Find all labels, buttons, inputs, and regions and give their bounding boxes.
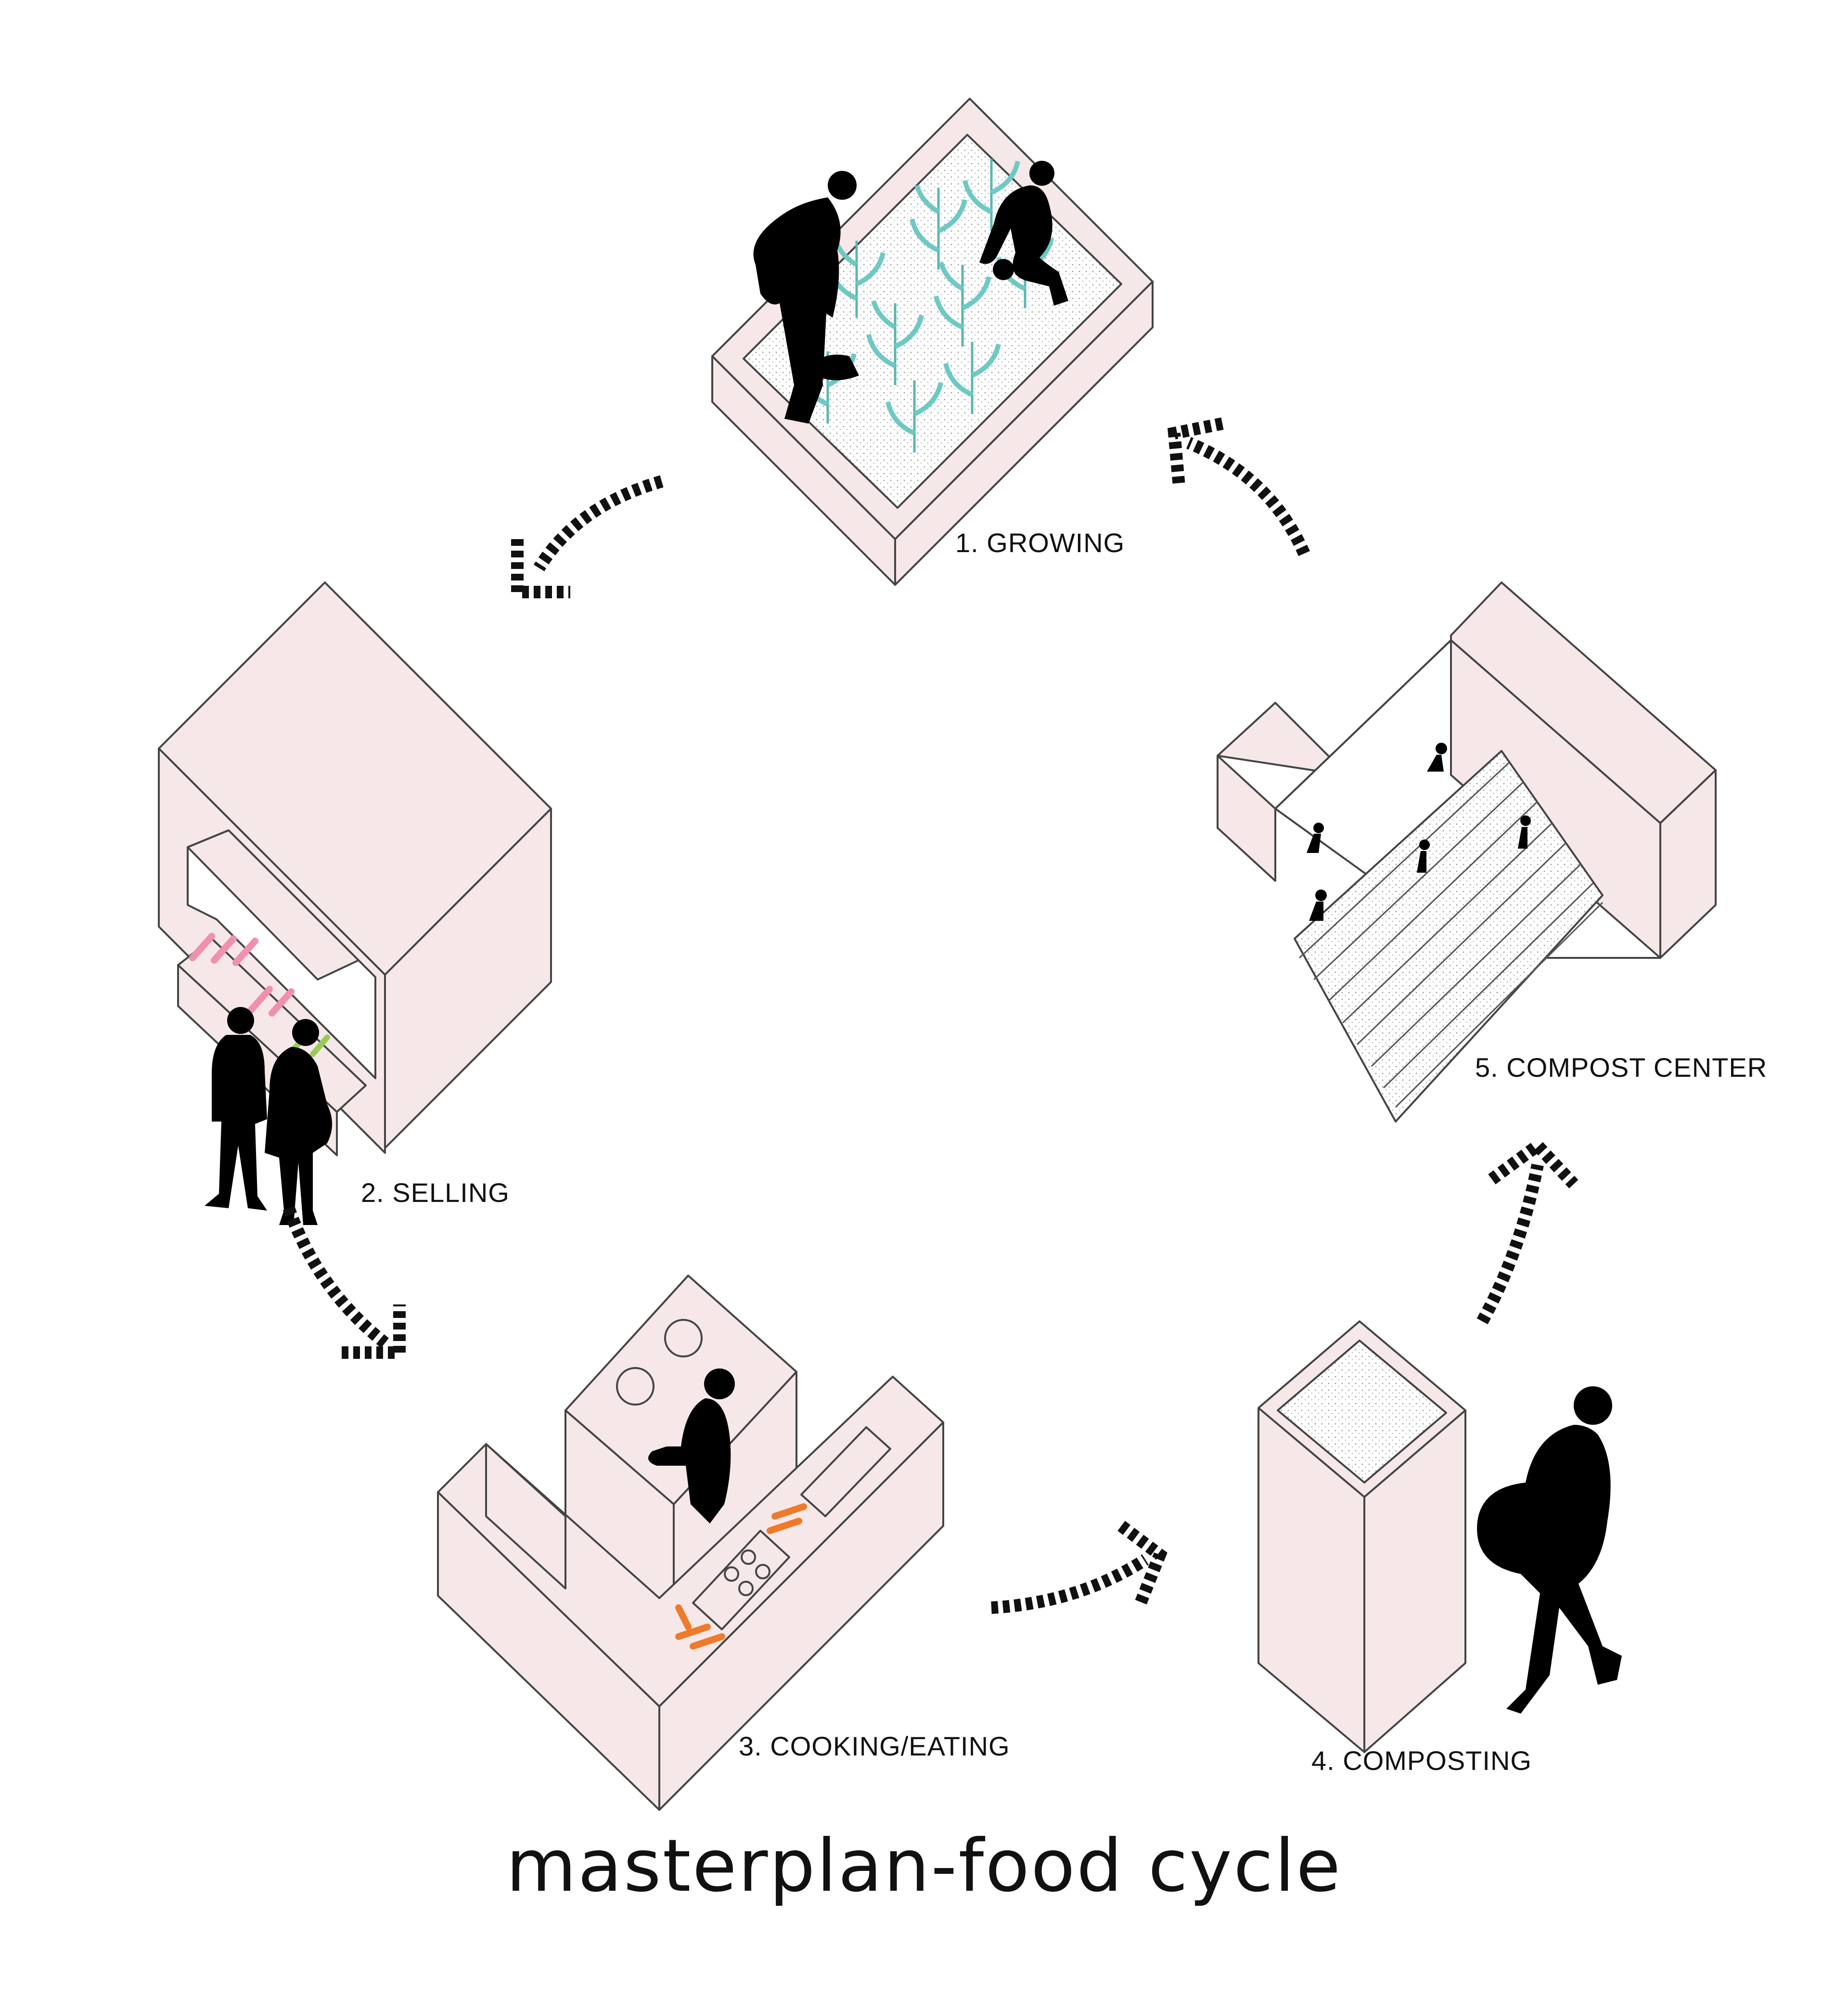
- carrots: [675, 1503, 807, 1650]
- cycle-arrows: [282, 417, 1578, 1614]
- arrowhead-growing-to-selling: [511, 539, 570, 598]
- arrow-cooking-to-composting: [991, 1554, 1149, 1614]
- person-carrying-compost-silhouette: [1477, 1386, 1622, 1714]
- gardener-silhouette: [753, 171, 859, 424]
- arrowhead-cooking-to-composting: [1117, 1521, 1168, 1605]
- arrowhead-selling-to-cooking: [342, 1304, 406, 1359]
- stage-label-composting: 4. COMPOSTING: [1311, 1745, 1532, 1776]
- kneeling-gardener-silhouette: [979, 161, 1068, 306]
- arrow-selling-to-cooking: [282, 1206, 389, 1348]
- cook-silhouette: [648, 1368, 735, 1523]
- arrow-composting-to-center: [1476, 1163, 1544, 1325]
- diagram-title: masterplan-food cycle: [506, 1824, 1342, 1908]
- arrow-growing-to-selling: [533, 475, 664, 571]
- cooking-kitchen: [437, 1275, 944, 1811]
- stage-label-compost-center: 5. COMPOST CENTER: [1475, 1052, 1768, 1083]
- stage-label-growing: 1. GROWING: [955, 528, 1125, 558]
- plants: [799, 159, 1054, 452]
- compost-center-building: [1217, 581, 1717, 1123]
- shoppers-silhouette: [205, 1007, 332, 1225]
- arrowhead-center-to-growing: [1167, 417, 1224, 487]
- stair-steps: [1298, 762, 1604, 1108]
- growing-planter: [711, 98, 1154, 586]
- stage-label-cooking: 3. COOKING/EATING: [739, 1731, 1010, 1761]
- small-people-silhouettes: [1307, 743, 1531, 921]
- arrow-center-to-growing: [1186, 437, 1310, 556]
- stage-label-selling: 2. SELLING: [361, 1177, 510, 1208]
- composting-bin: [1258, 1320, 1466, 1753]
